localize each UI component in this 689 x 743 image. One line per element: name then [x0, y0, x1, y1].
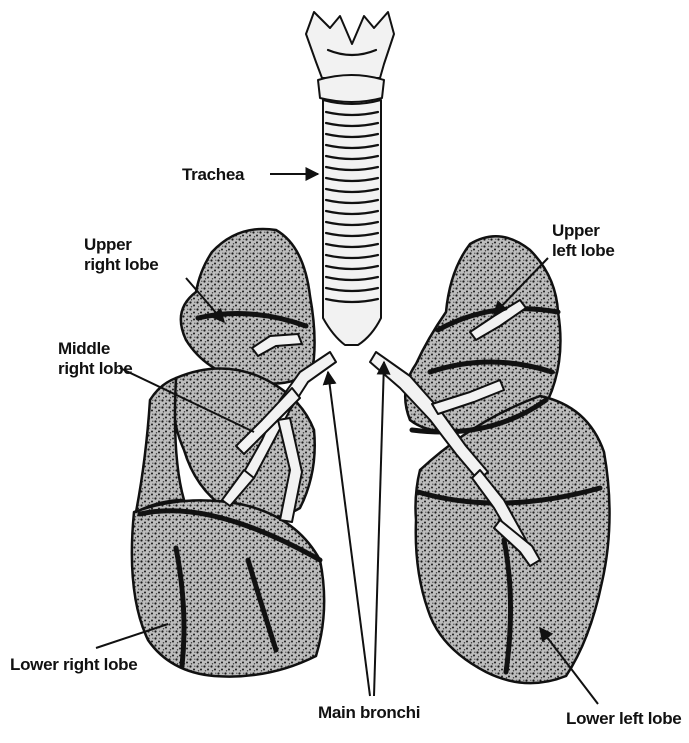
middle-right-lobe-label: Middle right lobe	[58, 339, 132, 378]
trachea	[323, 100, 381, 345]
left-lung	[370, 236, 610, 683]
right-lung	[132, 229, 336, 677]
trachea-label: Trachea	[182, 165, 245, 184]
lower-right-lobe-label: Lower right lobe	[10, 655, 137, 674]
main-bronchi-leader-right	[328, 372, 370, 696]
upper-right-lobe	[181, 229, 315, 384]
lower-right-lobe	[132, 500, 324, 676]
upper-right-lobe-label: Upper right lobe	[84, 235, 158, 274]
lower-left-lobe-label: Lower left lobe	[566, 709, 681, 728]
main-bronchi-label: Main bronchi	[318, 703, 420, 722]
larynx	[306, 12, 394, 102]
upper-left-lobe-label: Upper left lobe	[552, 221, 614, 260]
main-bronchi-leader-left	[374, 362, 384, 696]
